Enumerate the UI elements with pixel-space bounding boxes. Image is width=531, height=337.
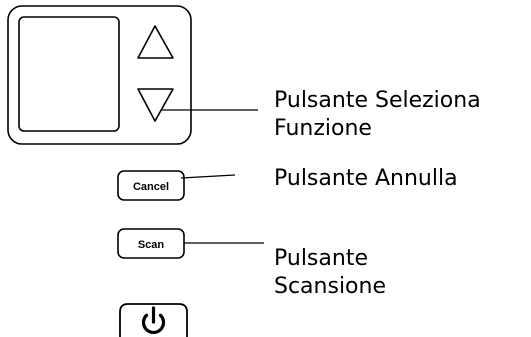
- power-button[interactable]: [119, 303, 188, 337]
- down-button[interactable]: [137, 88, 174, 122]
- callout-scan-line2: Scansione: [274, 274, 386, 299]
- panel-housing: [7, 5, 192, 145]
- callout-select-function-line1: Pulsante Seleziona: [274, 88, 481, 113]
- down-triangle-icon: [137, 88, 174, 122]
- callout-select-function: Pulsante Seleziona Funzione: [274, 87, 481, 143]
- power-icon: [141, 306, 166, 335]
- scan-button[interactable]: Scan: [117, 228, 185, 259]
- callout-scan-line1: Pulsante: [274, 246, 368, 271]
- up-triangle-icon: [137, 25, 174, 59]
- callout-scan: Pulsante Scansione: [274, 245, 386, 301]
- scan-button-label: Scan: [138, 239, 165, 251]
- lcd-display: [18, 16, 120, 132]
- cancel-button-label: Cancel: [133, 181, 169, 193]
- callout-cancel-line1: Pulsante Annulla: [274, 166, 458, 191]
- cancel-button[interactable]: Cancel: [117, 170, 185, 201]
- up-button[interactable]: [137, 25, 174, 59]
- leader-line-cancel: [180, 174, 236, 179]
- callout-cancel: Pulsante Annulla: [274, 165, 458, 193]
- callout-select-function-line2: Funzione: [274, 116, 372, 141]
